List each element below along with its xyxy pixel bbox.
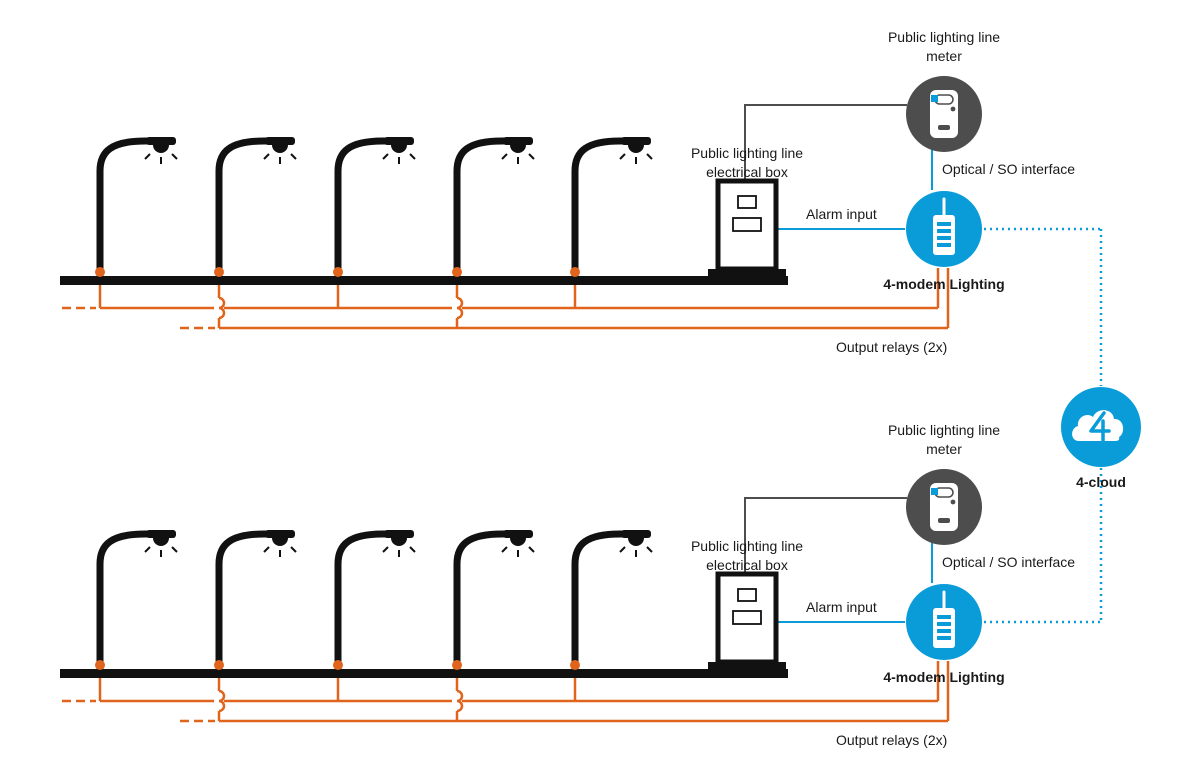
cloud-link <box>984 227 1103 624</box>
electrical-box <box>708 574 786 674</box>
optical-label: Optical / SO interface <box>942 554 1075 570</box>
relays-label: Output relays (2x) <box>836 732 947 748</box>
box-label-line2: electrical box <box>706 557 788 573</box>
modem-icon <box>904 189 984 269</box>
meter-label-line1: Public lighting line <box>888 422 1000 438</box>
streetlamp-1 <box>100 530 177 669</box>
system-1: Public lighting line meter Public lighti… <box>60 29 1075 355</box>
box-label-line1: Public lighting line <box>691 538 803 554</box>
meter-label-line2: meter <box>926 48 962 64</box>
ground-line <box>60 669 788 678</box>
box-label-line2: electrical box <box>706 164 788 180</box>
cloud-label: 4-cloud <box>1076 474 1126 490</box>
streetlamp-4 <box>457 137 534 276</box>
ground-line <box>60 276 788 285</box>
system-2: Public lighting line meter Public lighti… <box>60 422 1075 748</box>
streetlamp-1 <box>100 137 177 276</box>
optical-label: Optical / SO interface <box>942 161 1075 177</box>
streetlamp-2 <box>219 530 296 669</box>
streetlamp-3 <box>338 530 415 669</box>
streetlamp-4 <box>457 530 534 669</box>
alarm-label: Alarm input <box>806 599 877 615</box>
relay-junction-dots <box>95 267 580 277</box>
streetlamp-5 <box>575 530 652 669</box>
relays-label: Output relays (2x) <box>836 339 947 355</box>
meter-label-line2: meter <box>926 441 962 457</box>
streetlamp-5 <box>575 137 652 276</box>
box-label-line1: Public lighting line <box>691 145 803 161</box>
meter-wire <box>744 497 907 574</box>
streetlamp-2 <box>219 137 296 276</box>
meter-icon <box>905 468 983 546</box>
meter-icon <box>905 75 983 153</box>
modem-icon <box>904 582 984 662</box>
relay-junction-dots <box>95 660 580 670</box>
alarm-label: Alarm input <box>806 206 877 222</box>
modem-label: 4-modem Lighting <box>883 276 1004 292</box>
cloud-4-icon <box>1061 387 1141 467</box>
relay-wiring <box>62 661 950 723</box>
meter-wire <box>744 104 907 181</box>
electrical-box <box>708 181 786 281</box>
streetlamp-3 <box>338 137 415 276</box>
meter-label-line1: Public lighting line <box>888 29 1000 45</box>
modem-label: 4-modem Lighting <box>883 669 1004 685</box>
